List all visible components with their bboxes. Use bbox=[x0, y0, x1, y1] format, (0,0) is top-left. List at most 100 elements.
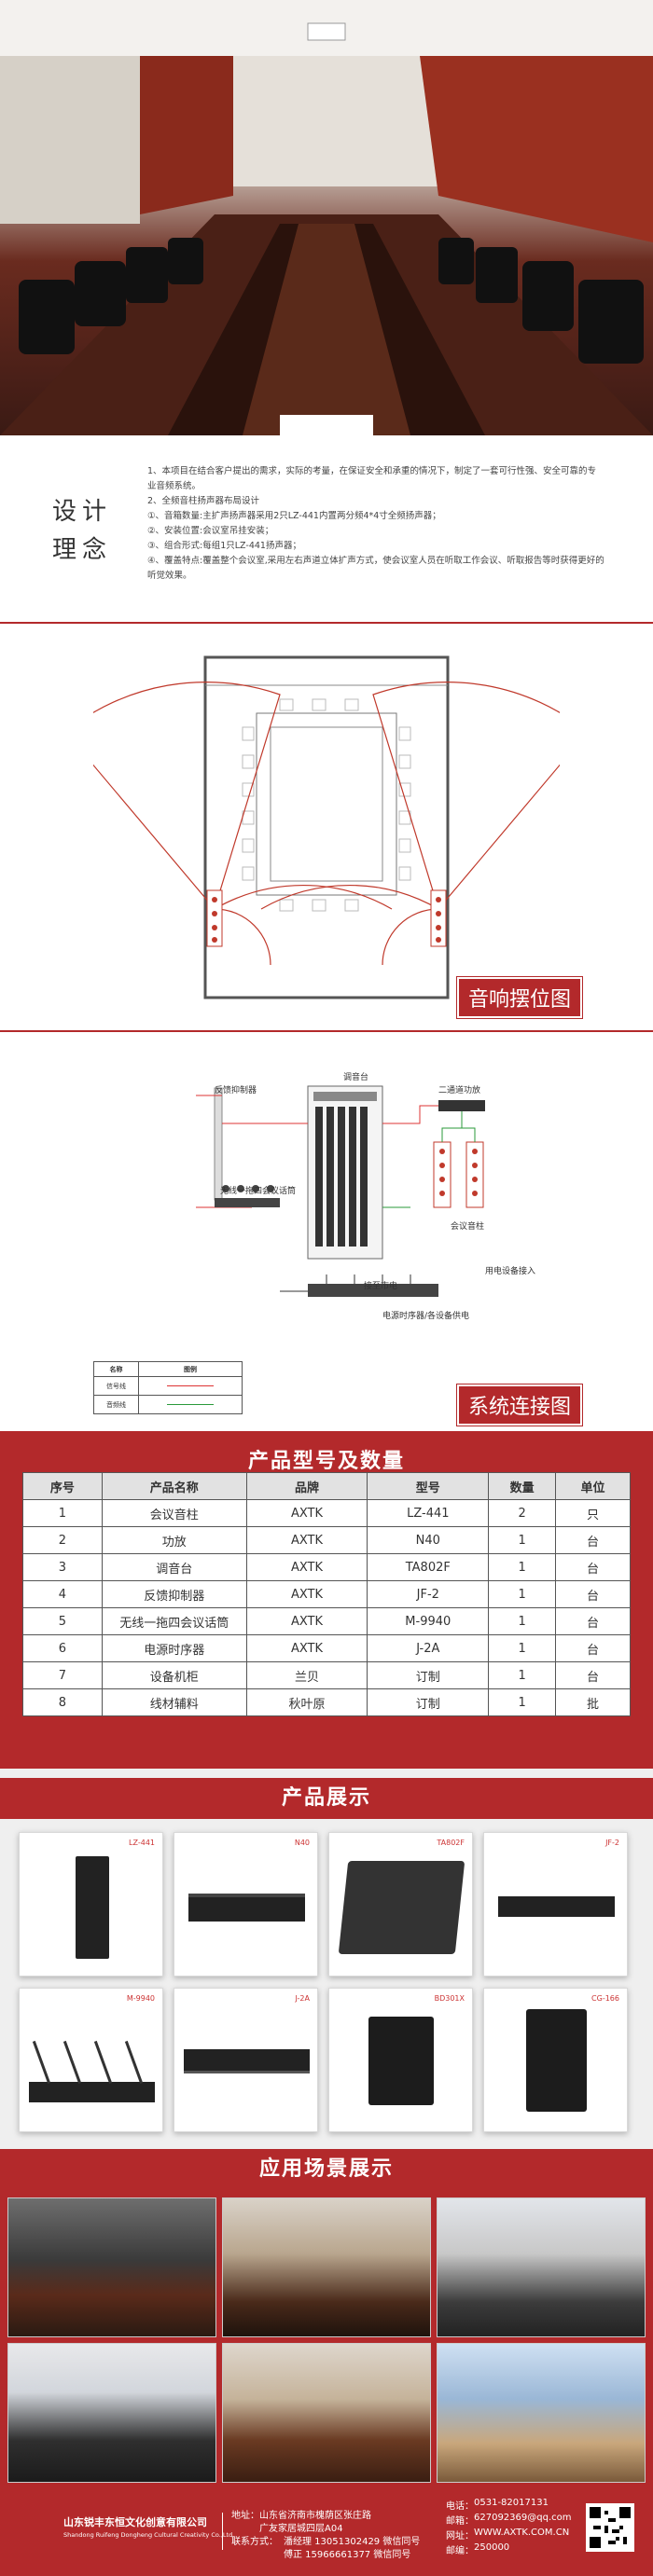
cell-index: 4 bbox=[22, 1580, 103, 1608]
web-label: 网址： bbox=[446, 2531, 474, 2542]
cell-brand: AXTK bbox=[245, 1553, 368, 1581]
footer-divider bbox=[222, 2513, 223, 2550]
power-in-label: 用电设备接入 bbox=[485, 1267, 536, 1276]
web-value[interactable]: WWW.AXTK.COM.CN bbox=[474, 2528, 570, 2538]
header-unit: 单位 bbox=[555, 1472, 631, 1500]
cell-brand: 秋叶原 bbox=[245, 1688, 368, 1716]
table-header-row: 序号 产品名称 品牌 型号 数量 单位 bbox=[22, 1472, 631, 1500]
cell-name: 功放 bbox=[101, 1526, 247, 1554]
cell-unit: 台 bbox=[555, 1661, 631, 1689]
divider-line bbox=[0, 1030, 653, 1032]
product-model: CG-166 bbox=[591, 1994, 619, 2003]
column-speaker-icon bbox=[76, 1856, 109, 1959]
scene-photo bbox=[437, 2197, 646, 2337]
connection-diagram-label: 系统连接图 bbox=[455, 1384, 584, 1426]
cell-brand: AXTK bbox=[245, 1607, 368, 1635]
product-model: JF-2 bbox=[605, 1839, 619, 1847]
header-brand: 品牌 bbox=[245, 1472, 368, 1500]
speaker-layout-diagram bbox=[93, 655, 560, 999]
product-card-ta802f[interactable]: TA802F bbox=[328, 1832, 473, 1977]
cell-index: 6 bbox=[22, 1634, 103, 1662]
cell-qty: 1 bbox=[488, 1661, 557, 1689]
speaker-box-icon bbox=[368, 2017, 434, 2105]
product-model: BD301X bbox=[434, 1994, 465, 2003]
cell-brand: AXTK bbox=[245, 1580, 368, 1608]
product-card-j2a[interactable]: J-2A bbox=[174, 1988, 318, 2132]
legend-audio-swatch bbox=[137, 1395, 243, 1414]
cell-unit: 台 bbox=[555, 1526, 631, 1554]
cell-qty: 1 bbox=[488, 1688, 557, 1716]
cell-brand: AXTK bbox=[245, 1526, 368, 1554]
plug-label: 接至市电 bbox=[364, 1282, 398, 1291]
cell-model: 订制 bbox=[367, 1661, 490, 1689]
address-line: 山东省济南市槐荫区张庄路 bbox=[259, 2511, 371, 2521]
product-card-n40[interactable]: N40 bbox=[174, 1832, 318, 1977]
products-table-title: 产品型号及数量 bbox=[247, 1450, 405, 1473]
legend-signal-swatch bbox=[137, 1376, 243, 1396]
legend-header-row: 名称 图例 bbox=[93, 1361, 243, 1377]
legend-signal-label: 信号线 bbox=[93, 1376, 139, 1396]
cell-qty: 1 bbox=[488, 1607, 557, 1635]
cell-brand: 兰贝 bbox=[245, 1661, 368, 1689]
cell-brand: AXTK bbox=[245, 1634, 368, 1662]
design-title-line1: 设计 bbox=[52, 498, 113, 526]
cell-index: 1 bbox=[22, 1499, 103, 1527]
amplifier-icon bbox=[188, 1894, 305, 1922]
cell-name: 设备机柜 bbox=[101, 1661, 247, 1689]
cell-model: M-9940 bbox=[367, 1607, 490, 1635]
cell-model: LZ-441 bbox=[367, 1499, 490, 1527]
scene-photo bbox=[437, 2343, 646, 2483]
phone-value[interactable]: 0531-82017131 bbox=[474, 2498, 549, 2508]
design-paragraph: 1、本项目在结合客户提出的需求，实际的考量，在保证安全和承重的情况下，制定了一套… bbox=[147, 466, 597, 491]
legend-header-symbol: 图例 bbox=[137, 1361, 243, 1377]
cell-unit: 台 bbox=[555, 1634, 631, 1662]
legend-table: 名称 图例 信号线 音频线 bbox=[93, 1361, 243, 1414]
wireless-label: 无线一拖四会议话筒 bbox=[220, 1187, 297, 1196]
design-title-line2: 理念 bbox=[52, 536, 113, 564]
speaker-layout-label: 音响摆位图 bbox=[455, 976, 584, 1019]
speaker-label: 会议音柱 bbox=[451, 1222, 485, 1232]
cell-unit: 台 bbox=[555, 1607, 631, 1635]
header-qty: 数量 bbox=[488, 1472, 557, 1500]
contact-line: 傅正 15966661377 微信同号 bbox=[284, 2550, 411, 2560]
feedback-label: 反馈抑制器 bbox=[215, 1086, 257, 1095]
cell-index: 5 bbox=[22, 1607, 103, 1635]
product-card-bd301x[interactable]: BD301X bbox=[328, 1988, 473, 2132]
cell-name: 无线一拖四会议话筒 bbox=[101, 1607, 247, 1635]
product-card-cg166[interactable]: CG-166 bbox=[483, 1988, 628, 2132]
cell-index: 7 bbox=[22, 1661, 103, 1689]
product-card-jf2[interactable]: JF-2 bbox=[483, 1832, 628, 1977]
design-paragraph: ①、音箱数量:主扩声扬声器采用2只LZ-441内置两分频4*4寸全频扬声器； bbox=[147, 511, 441, 521]
email-label: 邮箱： bbox=[446, 2516, 474, 2527]
legend-audio-label: 音频线 bbox=[93, 1395, 139, 1414]
contact-label: 联系方式： bbox=[231, 2537, 278, 2547]
company-name-en: Shandong Ruifeng Dongheng Cultural Creat… bbox=[63, 2531, 235, 2539]
product-model: LZ-441 bbox=[129, 1839, 155, 1847]
scene-photo bbox=[7, 2197, 216, 2337]
cell-name: 反馈抑制器 bbox=[101, 1580, 247, 1608]
cell-qty: 2 bbox=[488, 1499, 557, 1527]
product-card-m9940[interactable]: M-9940 bbox=[19, 1988, 163, 2132]
design-paragraph: ③、组合形式:每组1只LZ-441扬声器； bbox=[147, 541, 301, 551]
contact-line: 潘经理 13051302429 微信同号 bbox=[284, 2537, 421, 2547]
qr-code-icon[interactable] bbox=[586, 2503, 634, 2552]
cabinet-speaker-icon bbox=[526, 2009, 587, 2112]
product-card-lz441[interactable]: LZ-441 bbox=[19, 1832, 163, 1977]
cell-model: 订制 bbox=[367, 1688, 490, 1716]
cell-qty: 1 bbox=[488, 1526, 557, 1554]
design-paragraph: ④、覆盖特点:覆盖整个会议室,采用左右声道立体扩声方式，使会议室人员在听取工作会… bbox=[147, 556, 604, 581]
legend-row: 信号线 bbox=[93, 1376, 243, 1396]
scene-photo bbox=[222, 2197, 431, 2337]
cell-index: 8 bbox=[22, 1688, 103, 1716]
cell-name: 线材辅料 bbox=[101, 1688, 247, 1716]
cell-brand: AXTK bbox=[245, 1499, 368, 1527]
email-value[interactable]: 627092369@qq.com bbox=[474, 2513, 572, 2523]
legend-header-name: 名称 bbox=[93, 1361, 139, 1377]
